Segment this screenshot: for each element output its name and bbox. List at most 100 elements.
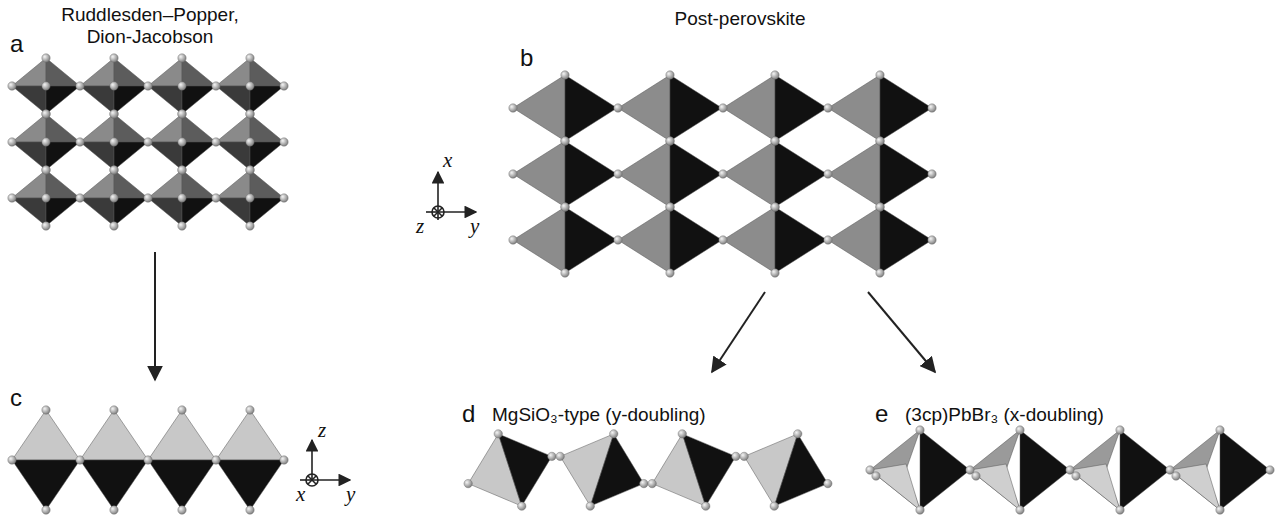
- anion-atom: [8, 138, 16, 146]
- pbbr3-row: [866, 426, 1274, 514]
- anion-atom: [42, 138, 50, 146]
- rp-side-row: [8, 406, 288, 514]
- octahedron-face: [12, 58, 46, 86]
- octahedron-face: [970, 464, 1020, 510]
- octahedron-face: [774, 434, 828, 506]
- octahedron-face: [12, 410, 80, 460]
- anion-atom: [178, 110, 186, 118]
- anion-atom: [586, 502, 594, 510]
- octahedron-face: [148, 142, 182, 170]
- octahedron-face: [114, 114, 148, 142]
- octahedron-face: [46, 198, 80, 226]
- octahedron-face: [618, 207, 670, 273]
- anion-atom: [178, 138, 186, 146]
- anion-atom: [740, 452, 748, 460]
- octahedron-face: [250, 86, 284, 114]
- octahedron-face: [114, 58, 148, 86]
- panel-letter: c: [10, 384, 22, 412]
- anion-atom: [1216, 426, 1224, 434]
- octahedron-face: [216, 142, 250, 170]
- anion-atom: [561, 269, 569, 277]
- anion-atom: [640, 479, 648, 487]
- octahedron-face: [723, 141, 775, 207]
- anion-atom: [666, 203, 674, 211]
- anion-atom: [8, 82, 16, 90]
- octahedron-face: [148, 170, 182, 198]
- anion-atom: [246, 54, 254, 62]
- anion-atom: [614, 104, 622, 112]
- anion-atom: [144, 138, 152, 146]
- anion-atom: [76, 138, 84, 146]
- anion-atom: [178, 166, 186, 174]
- axis-label: y: [346, 482, 355, 506]
- axis-label: y: [470, 214, 479, 238]
- anion-atom: [246, 506, 254, 514]
- anion-atom: [1216, 506, 1224, 514]
- anion-atom: [42, 110, 50, 118]
- octahedron-face: [250, 170, 284, 198]
- octahedron-face: [513, 75, 565, 141]
- octahedron-face: [80, 86, 114, 114]
- anion-atom: [771, 137, 779, 145]
- octahedron-face: [182, 114, 216, 142]
- octahedron-face: [216, 114, 250, 142]
- anion-atom: [246, 166, 254, 174]
- anion-atom: [561, 137, 569, 145]
- octahedron-face: [80, 58, 114, 86]
- anion-atom: [824, 479, 832, 487]
- anion-atom: [178, 194, 186, 202]
- panel-heading: Post-perovskite: [675, 8, 806, 30]
- octahedron-face: [12, 460, 80, 510]
- anion-atom: [212, 456, 220, 464]
- anion-atom: [110, 82, 118, 90]
- octahedron-face: [46, 58, 80, 86]
- anion-atom: [876, 137, 884, 145]
- octahedron-face: [1220, 430, 1270, 510]
- anion-atom: [1172, 472, 1180, 480]
- octahedron-face: [114, 198, 148, 226]
- octahedron-face: [148, 58, 182, 86]
- anion-atom: [1016, 426, 1024, 434]
- anion-atom: [876, 71, 884, 79]
- octahedron-face: [670, 207, 722, 273]
- octahedron-face: [870, 464, 920, 510]
- anion-atom: [144, 456, 152, 464]
- octahedron-face: [670, 75, 722, 141]
- panel-letter: d: [462, 400, 475, 428]
- anion-atom: [42, 194, 50, 202]
- anion-atom: [76, 456, 84, 464]
- anion-atom: [1016, 506, 1024, 514]
- octahedron-face: [46, 170, 80, 198]
- octahedron-face: [216, 58, 250, 86]
- anion-atom: [110, 222, 118, 230]
- anion-atom: [614, 170, 622, 178]
- anion-atom: [916, 506, 924, 514]
- octahedron-face: [46, 142, 80, 170]
- anion-atom: [76, 194, 84, 202]
- anion-atom: [719, 170, 727, 178]
- octahedron-face: [565, 141, 617, 207]
- anion-atom: [280, 82, 288, 90]
- anion-atom: [110, 110, 118, 118]
- octahedron-face: [80, 460, 148, 510]
- anion-atom: [928, 236, 936, 244]
- octahedron-face: [828, 207, 880, 273]
- octahedron-face: [12, 170, 46, 198]
- octahedron-face: [216, 198, 250, 226]
- anion-atom: [666, 137, 674, 145]
- octahedron-face: [182, 170, 216, 198]
- anion-atom: [110, 138, 118, 146]
- anion-atom: [771, 203, 779, 211]
- axis-label: x: [296, 482, 305, 506]
- octahedron-face: [618, 141, 670, 207]
- anion-atom: [42, 222, 50, 230]
- anion-atom: [614, 236, 622, 244]
- octahedron-face: [148, 114, 182, 142]
- anion-atom: [280, 456, 288, 464]
- octahedron-face: [148, 198, 182, 226]
- anion-atom: [509, 170, 517, 178]
- axis-label: x: [443, 148, 452, 172]
- octahedron-face: [182, 142, 216, 170]
- anion-atom: [110, 54, 118, 62]
- octahedron-face: [590, 434, 644, 506]
